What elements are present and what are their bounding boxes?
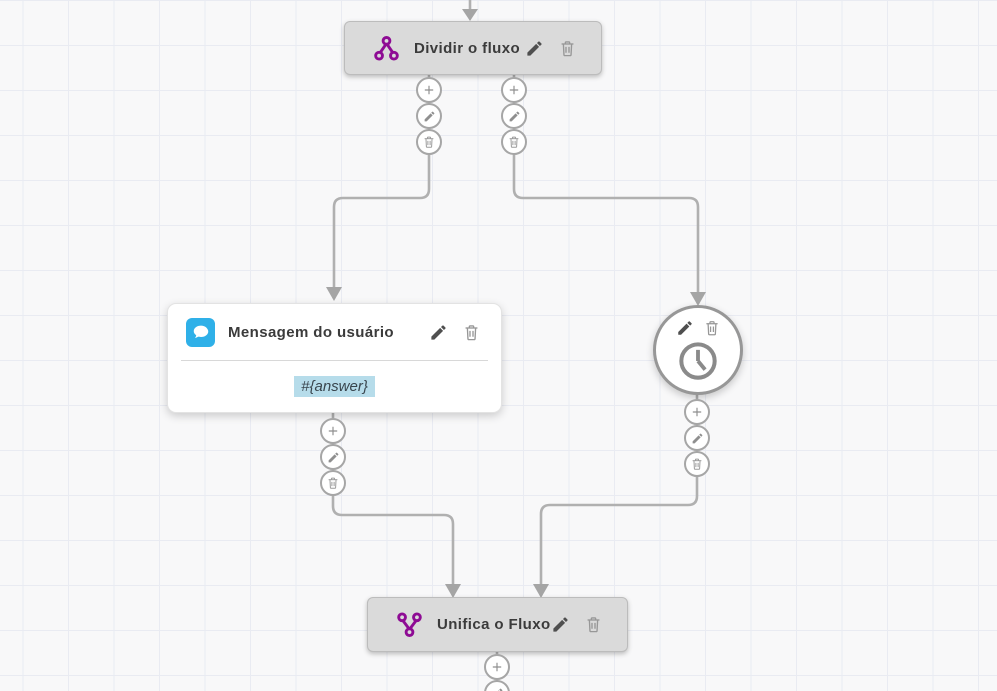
pencil-icon [691,432,704,445]
plus-icon [490,660,504,674]
wire-split-to-user-message [332,75,431,287]
edit-button[interactable] [501,103,527,129]
divider [181,360,488,361]
node-actions [676,319,721,337]
trash-icon[interactable] [558,39,577,58]
node-title: Mensagem do usuário [228,323,394,341]
trash-icon[interactable] [462,323,481,342]
add-button[interactable] [684,399,710,425]
trash-icon [326,476,340,490]
merge-flow-icon [396,611,423,638]
plus-icon [326,424,340,438]
plus-icon [690,405,704,419]
node-title: Dividir o fluxo [414,39,521,57]
trash-icon [690,457,704,471]
chat-bubble-icon [186,317,215,347]
delete-button[interactable] [416,129,442,155]
add-button[interactable] [320,418,346,444]
add-button[interactable] [416,77,442,103]
wire-user-message-to-merge [331,413,455,584]
variable-value[interactable]: #{answer} [294,376,375,397]
delete-button[interactable] [320,470,346,496]
split-flow-icon [373,35,400,62]
wire-timer-to-merge [539,394,699,584]
node-body: #{answer} [168,361,501,412]
trash-icon[interactable] [584,615,603,634]
trash-icon [507,135,521,149]
node-header: Mensagem do usuário [168,304,501,360]
trash-icon[interactable] [703,319,721,337]
pencil-icon [508,110,521,123]
node-merge-flow[interactable]: Unifica o Fluxo [367,597,628,652]
add-button[interactable] [484,654,510,680]
arrowhead-into-user-message [326,287,342,301]
node-user-message[interactable]: Mensagem do usuário #{answer} [167,303,502,413]
edit-button[interactable] [684,425,710,451]
pencil-icon[interactable] [525,39,544,58]
arrowhead-timer-into-merge [533,584,549,598]
node-split-flow[interactable]: Dividir o fluxo [344,21,602,75]
pencil-icon[interactable] [429,323,448,342]
pencil-icon [327,451,340,464]
wire-split-to-timer [512,75,700,292]
clock-icon [675,338,721,384]
arrowhead-into-timer [690,292,706,306]
plus-icon [507,83,521,97]
edit-button[interactable] [320,444,346,470]
pencil-icon[interactable] [676,319,694,337]
pencil-icon[interactable] [551,615,570,634]
pencil-icon [491,687,504,691]
plus-icon [422,83,436,97]
arrowhead-user-message-into-merge [445,584,461,598]
add-button[interactable] [501,77,527,103]
delete-button[interactable] [501,129,527,155]
node-title: Unifica o Fluxo [437,616,551,633]
arrowhead-into-split [462,9,478,21]
pencil-icon [423,110,436,123]
node-timer[interactable] [653,305,743,395]
delete-button[interactable] [684,451,710,477]
edit-button[interactable] [416,103,442,129]
trash-icon [422,135,436,149]
